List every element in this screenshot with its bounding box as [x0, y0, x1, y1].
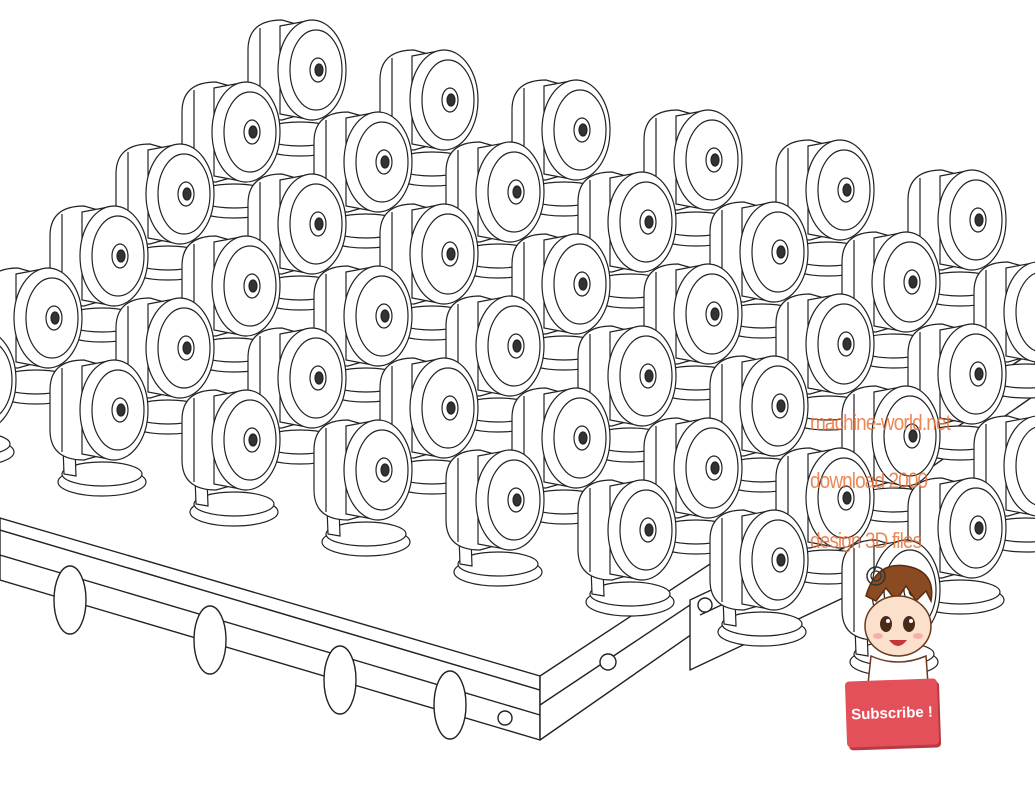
support-roller [433, 670, 467, 740]
mascot-icon [864, 564, 933, 685]
caster-wheel [445, 449, 545, 587]
watermark-site: machine-world.net [810, 410, 951, 435]
support-roller [323, 645, 357, 715]
caster-wheel [0, 336, 17, 463]
watermark-design: design 3D files [810, 528, 922, 553]
caster-wheel [445, 295, 545, 433]
subscribe-button[interactable]: Subscribe ! [844, 678, 940, 748]
caster-wheel [49, 359, 149, 497]
caster-wheel [577, 479, 677, 617]
caster-wheel [313, 419, 413, 557]
caster-wheel [181, 389, 281, 527]
support-roller [193, 605, 227, 675]
rail-bolt [497, 710, 513, 726]
caster-wheel [709, 509, 809, 647]
support-roller [53, 565, 87, 635]
caster-array [0, 19, 1035, 677]
rail-bolt [599, 653, 617, 671]
watermark-download: download 2000 [810, 468, 928, 493]
caster-wheel [907, 477, 1007, 615]
caster-wheel [775, 447, 875, 585]
rail-bolt [697, 597, 713, 613]
